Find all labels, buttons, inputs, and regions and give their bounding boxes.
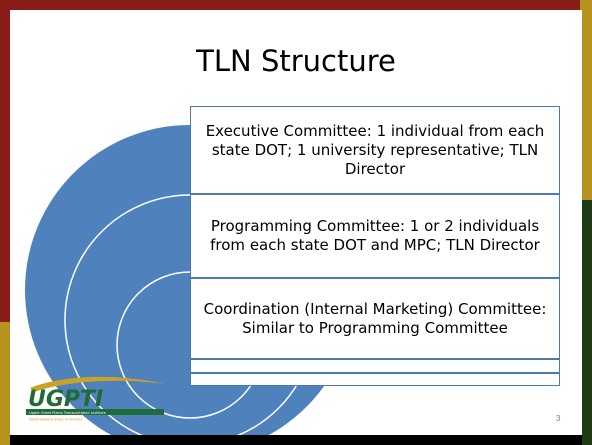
- logo-tagline: Upper Great Plains Transportation Instit…: [29, 411, 107, 415]
- logo-swoosh-icon: [30, 376, 164, 392]
- programming-committee-text: Programming Committee: 1 or 2 individual…: [210, 217, 540, 254]
- logo-affiliation: North Dakota State University: [29, 418, 84, 422]
- page-number: 3: [556, 414, 561, 423]
- executive-committee-box: Executive Committee: 1 individual from e…: [190, 106, 560, 194]
- ugpti-logo: UGPTI Upper Great Plains Transportation …: [26, 376, 164, 422]
- executive-committee-text: Executive Committee: 1 individual from e…: [205, 121, 545, 178]
- frame-bar-right-bottom: [582, 360, 592, 445]
- coordination-committee-text: Coordination (Internal Marketing) Commit…: [203, 299, 547, 337]
- frame-bar-top: [0, 0, 580, 10]
- empty-strip-2: [190, 373, 560, 386]
- logo-tagline-bar: [26, 409, 164, 415]
- coordination-committee-box: Coordination (Internal Marketing) Commit…: [190, 278, 560, 359]
- programming-committee-box: Programming Committee: 1 or 2 individual…: [190, 194, 560, 278]
- frame-bar-left-accent: [0, 322, 10, 445]
- empty-strip-1: [190, 359, 560, 373]
- frame-bar-left: [0, 0, 10, 322]
- logo-wordmark: UGPTI: [28, 387, 103, 412]
- slide: TLN Structure Executive Committee: 1 ind…: [10, 10, 582, 435]
- slide-title: TLN Structure: [196, 44, 396, 78]
- frame-bar-right-accent: [582, 200, 592, 360]
- frame-bar-right: [582, 0, 592, 200]
